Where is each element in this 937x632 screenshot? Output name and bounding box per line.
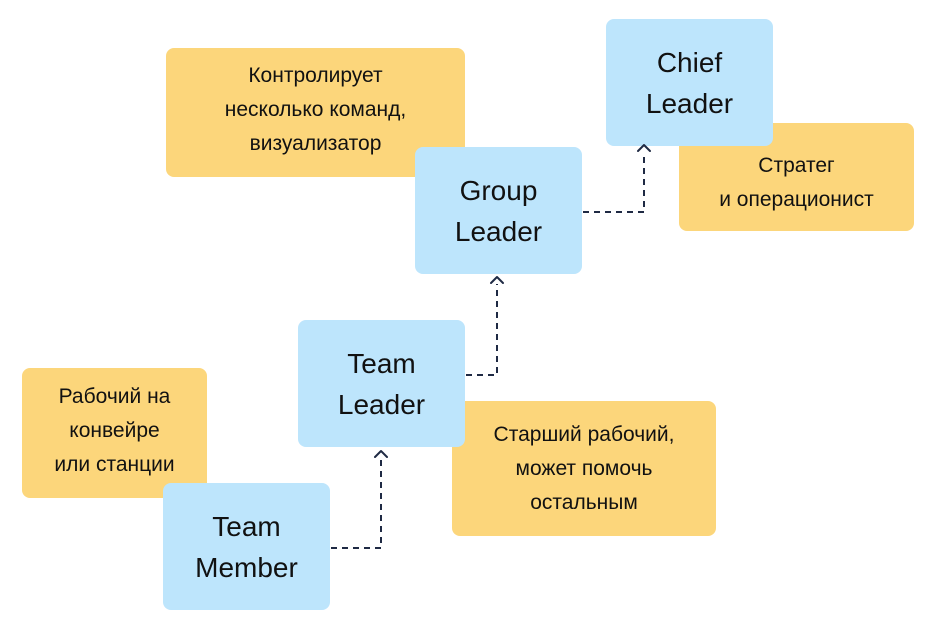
role-line: Member bbox=[195, 551, 298, 583]
note-line: Рабочий на bbox=[58, 385, 171, 408]
role-chief-leader: Chief Leader bbox=[606, 19, 773, 146]
role-line: Leader bbox=[645, 87, 734, 119]
note-line: несколько команд, bbox=[224, 97, 407, 121]
arrowhead-icon bbox=[490, 276, 504, 284]
note-line: остальным bbox=[530, 490, 638, 514]
arrowhead-icon bbox=[374, 450, 388, 458]
role-line: Team bbox=[347, 347, 416, 379]
note-line: Контролирует bbox=[248, 63, 383, 87]
role-team-leader: Team Leader bbox=[298, 320, 465, 447]
note-line: Старший рабочий, bbox=[493, 422, 675, 446]
note-line: и операционист bbox=[719, 188, 874, 211]
connector-member-to-team-leader bbox=[331, 458, 382, 549]
note-line: визуализатор bbox=[249, 131, 382, 155]
note-line: может помочь bbox=[515, 456, 653, 480]
role-team-member: Team Member bbox=[163, 483, 330, 610]
connector-team-leader-to-group bbox=[466, 284, 498, 376]
role-line: Leader bbox=[454, 215, 543, 247]
role-group-leader: Group Leader bbox=[415, 147, 582, 274]
note-line: или станции bbox=[54, 453, 175, 476]
note-group-leader: Контролирует несколько команд, визуализа… bbox=[166, 48, 465, 177]
note-line: конвейре bbox=[69, 419, 160, 442]
role-line: Team bbox=[212, 510, 281, 542]
note-line: Стратег bbox=[758, 154, 835, 177]
role-line: Leader bbox=[337, 388, 426, 420]
note-team-leader: Старший рабочий, может помочь остальным bbox=[452, 401, 716, 536]
note-team-member: Рабочий на конвейре или станции bbox=[22, 368, 207, 498]
role-line: Chief bbox=[656, 46, 723, 78]
connector-group-to-chief bbox=[583, 152, 645, 213]
note-chief-leader: Стратег и операционист bbox=[679, 123, 914, 231]
role-line: Group bbox=[459, 174, 538, 206]
arrowhead-icon bbox=[637, 144, 651, 152]
